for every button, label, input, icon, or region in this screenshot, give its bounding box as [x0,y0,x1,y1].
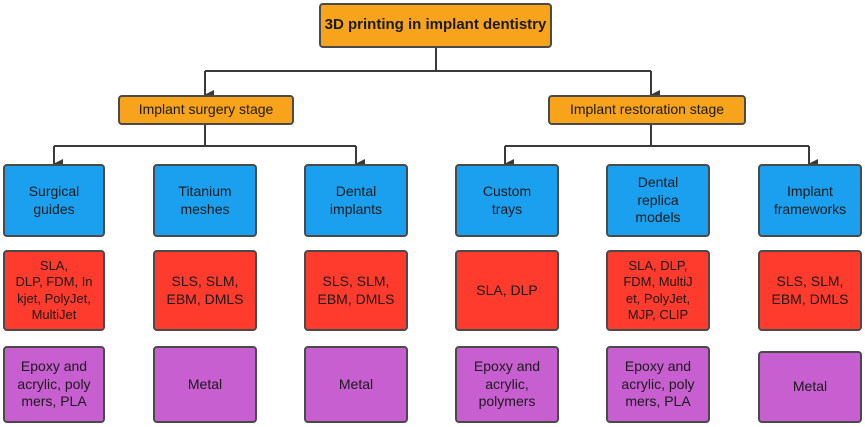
technologies-label: SLA, DLP, FDM, MultiJ et, PolyJet, MJP, … [623,258,693,322]
category-label: Dental replica models [635,174,681,226]
stage-label: Implant surgery stage [138,101,274,118]
root-node: 3D printing in implant dentistry [319,3,552,48]
category-label: Titanium meshes [178,183,232,217]
materials-implant-frameworks: Metal [758,351,862,423]
root-label: 3D printing in implant dentistry [324,16,547,34]
category-surgical-guides: Surgical guides [3,164,105,237]
materials-dental-implants: Metal [304,346,408,423]
materials-custom-trays: Epoxy and acrylic, polymers [455,346,559,423]
materials-surgical-guides: Epoxy and acrylic, poly mers, PLA [3,346,105,423]
connector-restoration-to-categories [505,125,809,147]
technologies-label: SLS, SLM, EBM, DMLS [317,273,395,307]
materials-label: Epoxy and acrylic, polymers [473,358,541,410]
stage-implant-restoration: Implant restoration stage [548,95,746,125]
category-implant-frameworks: Implant frameworks [758,164,862,237]
materials-label: Metal [338,375,374,392]
category-label: Surgical guides [28,183,80,217]
technologies-dental-implants: SLS, SLM, EBM, DMLS [304,250,408,331]
materials-titanium-meshes: Metal [153,346,257,423]
technologies-implant-frameworks: SLS, SLM, EBM, DMLS [758,250,862,331]
technologies-dental-replica-models: SLA, DLP, FDM, MultiJ et, PolyJet, MJP, … [606,250,710,331]
connector-root-to-stages [205,48,651,72]
connector-surgery-to-categories [54,125,356,147]
materials-label: Metal [187,375,223,392]
category-label: Dental implants [329,183,383,217]
technologies-label: SLA, DLP [476,281,538,298]
materials-dental-replica-models: Epoxy and acrylic, poly mers, PLA [606,346,710,423]
category-label: Custom trays [482,183,532,217]
technologies-label: SLS, SLM, EBM, DMLS [166,273,244,307]
category-custom-trays: Custom trays [455,164,559,237]
materials-label: Epoxy and acrylic, poly mers, PLA [621,358,695,410]
category-label: Implant frameworks [773,183,847,217]
materials-label: Metal [792,378,828,395]
category-titanium-meshes: Titanium meshes [153,164,257,237]
technologies-label: SLS, SLM, EBM, DMLS [771,273,849,307]
technologies-custom-trays: SLA, DLP [455,250,559,331]
technologies-titanium-meshes: SLS, SLM, EBM, DMLS [153,250,257,331]
technologies-surgical-guides: SLA, DLP, FDM, In kjet, PolyJet, MultiJe… [3,250,105,331]
technologies-label: SLA, DLP, FDM, In kjet, PolyJet, MultiJe… [15,258,93,322]
stage-label: Implant restoration stage [569,101,725,118]
stage-implant-surgery: Implant surgery stage [118,95,294,125]
category-dental-implants: Dental implants [304,164,408,237]
category-dental-replica-models: Dental replica models [606,164,710,237]
materials-label: Epoxy and acrylic, poly mers, PLA [17,358,91,410]
